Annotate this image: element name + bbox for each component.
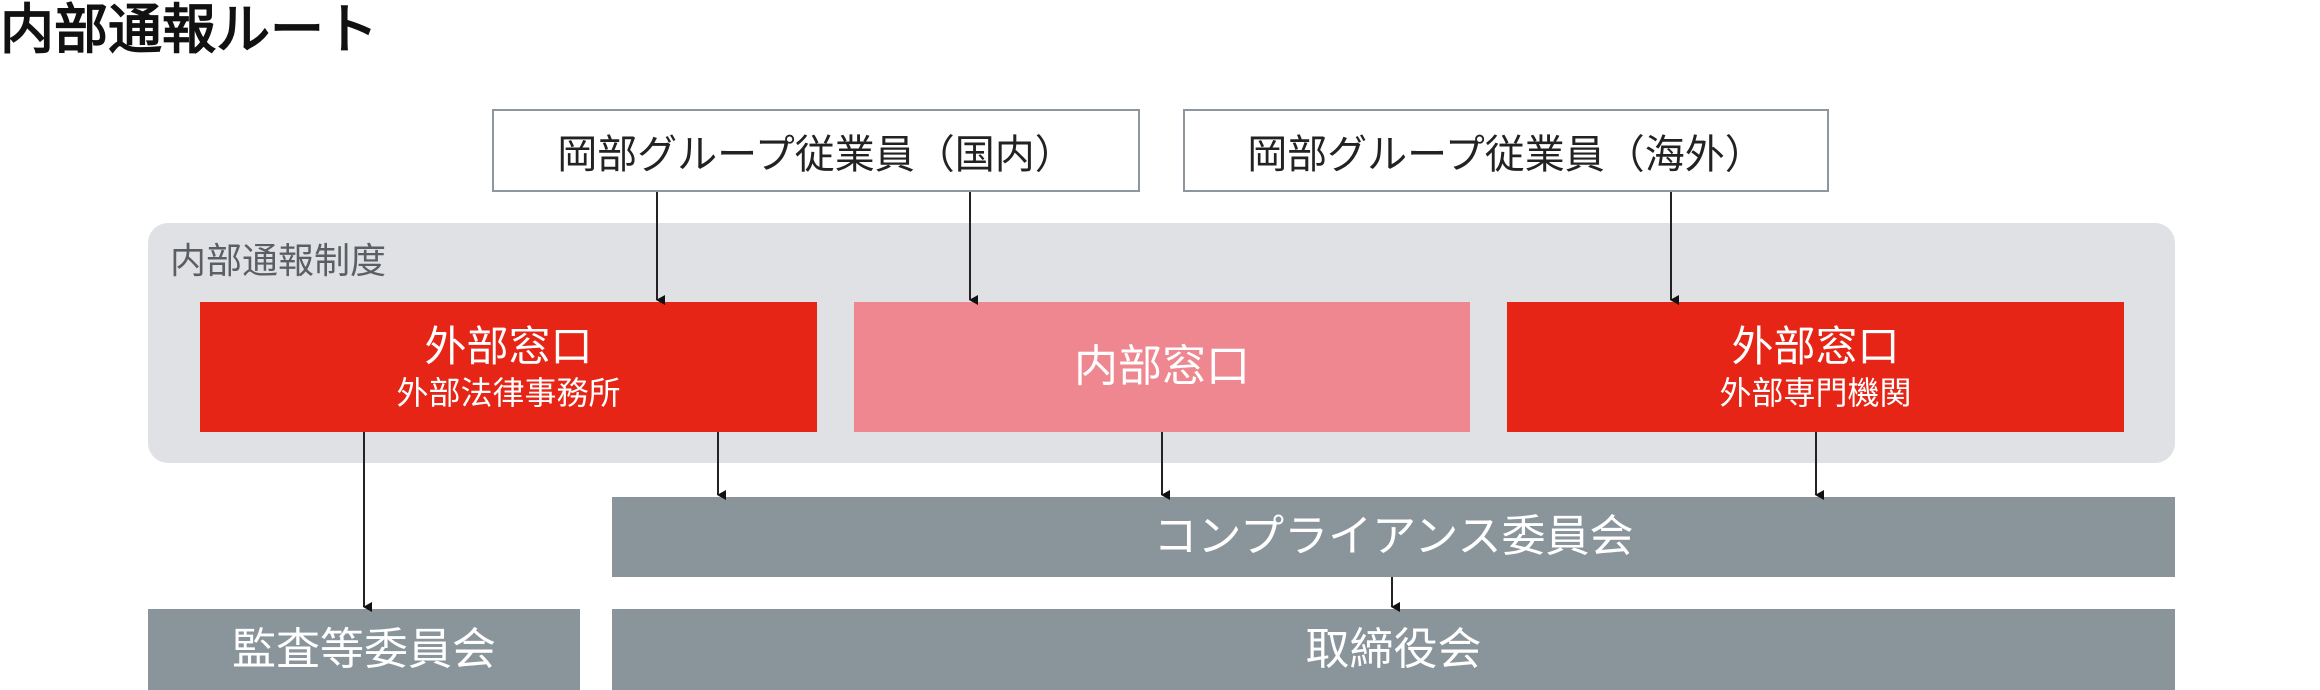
page-title: 内部通報ルート [0, 0, 378, 61]
group-label: 内部通報制度 [170, 241, 387, 282]
window-subtitle: 外部法律事務所 [396, 374, 621, 412]
source-domestic-employees: 岡部グループ従業員（国内） [492, 109, 1140, 192]
external-window-law-firm: 外部窓口 外部法律事務所 [200, 302, 817, 432]
window-title: 外部窓口 [1731, 322, 1900, 371]
compliance-committee: コンプライアンス委員会 [612, 497, 2175, 577]
committee-label: 取締役会 [1305, 623, 1482, 675]
window-subtitle: 外部専門機関 [1719, 374, 1912, 412]
board-of-directors: 取締役会 [612, 609, 2175, 690]
window-title: 外部窓口 [424, 322, 593, 371]
committee-label: 監査等委員会 [232, 623, 496, 675]
window-title: 内部窓口 [1074, 341, 1250, 392]
internal-window: 内部窓口 [854, 302, 1470, 432]
committee-label: コンプライアンス委員会 [1153, 511, 1634, 562]
source-overseas-employees: 岡部グループ従業員（海外） [1183, 109, 1829, 192]
external-window-specialist-org: 外部窓口 外部専門機関 [1507, 302, 2124, 432]
audit-committee: 監査等委員会 [148, 609, 580, 690]
